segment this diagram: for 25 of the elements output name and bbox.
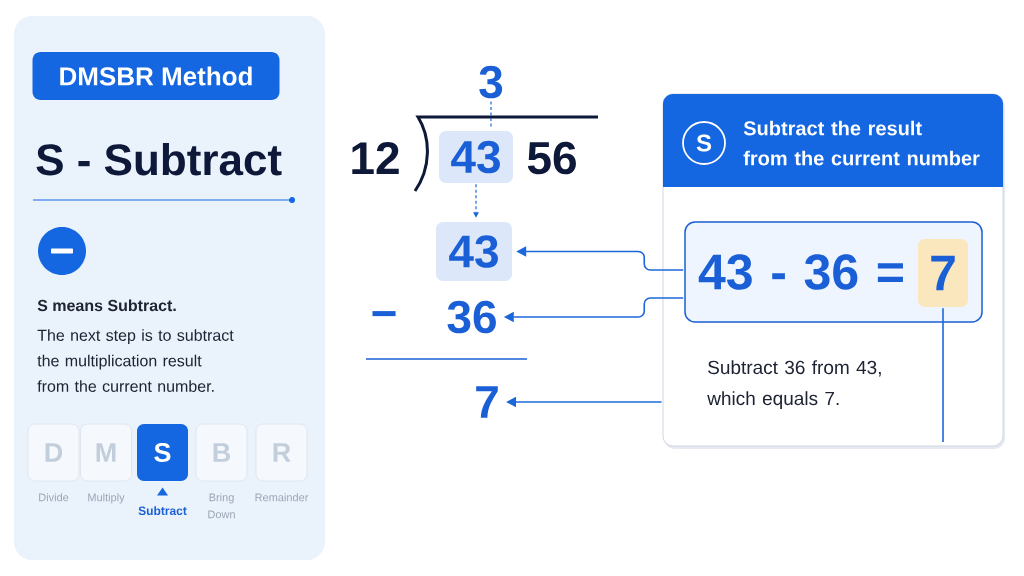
heading: S - Subtract: [36, 143, 282, 176]
step-caption: Subtract: [138, 506, 187, 515]
title-badge: DMSBR Method: [32, 52, 280, 100]
step-caption: Divide: [39, 493, 69, 502]
minus-sign: −: [372, 311, 396, 317]
card-heading: Subtract the result from the current number: [743, 120, 980, 166]
dashed-line: [490, 100, 492, 128]
dashed-arrow: [473, 183, 479, 218]
subheading: S means Subtract.: [37, 299, 176, 312]
paragraph: The next step is to subtract the multiplication result from the current number.: [37, 329, 234, 392]
number: 7: [476, 386, 498, 418]
step-tile: S: [137, 424, 188, 481]
result-box: 7: [918, 239, 968, 307]
highlighted-number: 43: [439, 131, 513, 183]
divisor-number: 12: [352, 141, 399, 175]
number: 3: [479, 65, 503, 99]
number: 36: [447, 300, 496, 334]
connector-line: [942, 307, 944, 443]
dividend-digits: 56: [527, 141, 576, 175]
step-caption: Multiply: [88, 493, 125, 504]
letter-badge: S: [682, 121, 726, 165]
step-caption: Bring Down: [208, 493, 235, 519]
explanation-text: Subtract 36 from 43, which equals 7.: [707, 360, 881, 409]
highlighted-number: 43: [436, 222, 512, 281]
step-caption: Remainder: [255, 493, 309, 502]
